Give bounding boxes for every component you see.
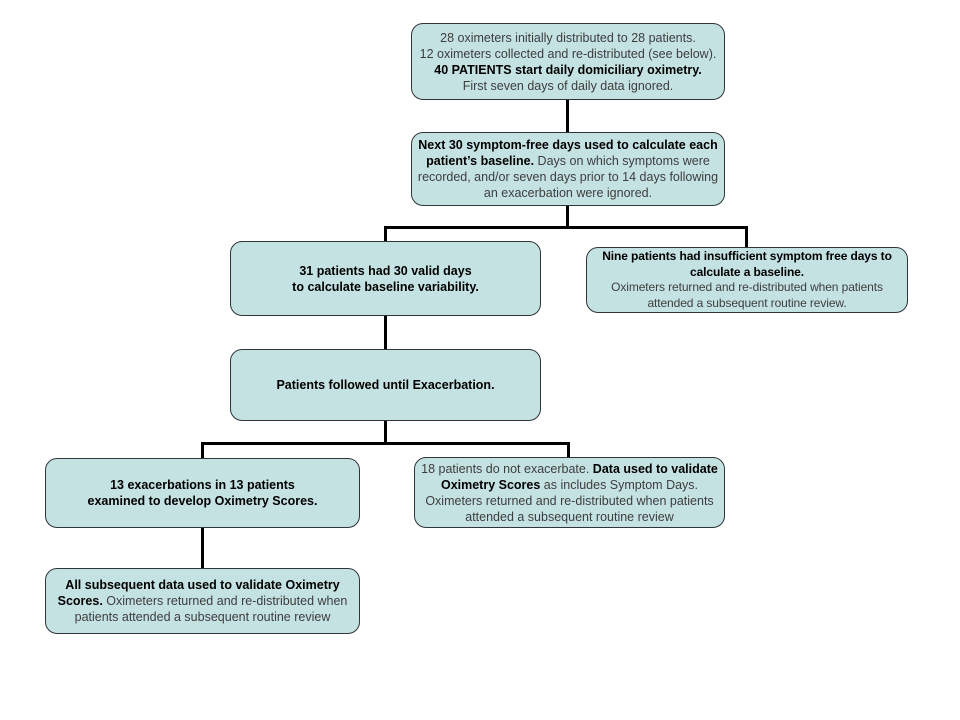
flow-box-valid-days: 31 patients had 30 valid days to calcula…: [230, 241, 541, 316]
box-text: Nine patients had insufficient symptom f…: [589, 249, 905, 311]
box-text-run: All subsequent data used to validate Oxi…: [57, 578, 340, 608]
box-text-run: Data used to validate Oximetry Scores: [440, 461, 718, 492]
box-text-run: Days on which symptoms were recorded, an…: [417, 154, 719, 200]
box-text-line: examined to develop Oximetry Scores.: [87, 494, 318, 508]
box-text-run: 18 patients do not exacerbate.: [421, 461, 593, 476]
connector-followed-stem: [384, 419, 387, 444]
flow-box-insufficient-days: Nine patients had insufficient symptom f…: [586, 247, 908, 313]
box-text-run: Oximeters returned and re-distributed wh…: [74, 594, 348, 624]
box-text-run: Nine patients had insufficient symptom f…: [602, 249, 892, 279]
box-text-run: as includes Symptom Days. Oximeters retu…: [425, 477, 714, 524]
connector-baseline-branch: [384, 226, 748, 229]
box-text: Patients followed until Exacerbation.: [276, 377, 494, 393]
box-text: 18 patients do not exacerbate. Data used…: [419, 461, 720, 525]
flow-box-no-exacerbation-validate: 18 patients do not exacerbate. Data used…: [414, 457, 725, 528]
box-text-run: Oximeters returned and re-distributed wh…: [611, 280, 883, 310]
box-text: Next 30 symptom-free days used to calcul…: [416, 137, 720, 201]
flow-box-initial-distribution: 28 oximeters initially distributed to 28…: [411, 23, 725, 100]
box-text-line: 28 oximeters initially distributed to 28…: [440, 30, 696, 45]
flow-box-subsequent-data-validate: All subsequent data used to validate Oxi…: [45, 568, 360, 634]
box-text-line: Patients followed until Exacerbation.: [276, 378, 495, 392]
box-text: 31 patients had 30 valid days to calcula…: [292, 263, 479, 295]
box-text: 13 exacerbations in 13 patients examined…: [88, 477, 318, 509]
box-text-line: 31 patients had 30 valid days: [299, 263, 472, 278]
box-text-run: Next 30 symptom-free days used to calcul…: [418, 138, 718, 168]
flow-box-exacerbations-develop-scores: 13 exacerbations in 13 patients examined…: [45, 458, 360, 528]
connector-branch-to-exacerbations: [201, 444, 204, 459]
connector-branch-to-insufficient: [745, 228, 748, 248]
connector-baseline-stem: [566, 204, 569, 228]
connector-exacerbations-to-subsequent: [201, 526, 204, 569]
connector-branch-to-valid-days: [384, 228, 387, 242]
connector-initial-to-baseline: [566, 98, 569, 133]
box-text-line: 12 oximeters collected and re-distribute…: [419, 46, 717, 61]
flow-box-followed-until-exacerbation: Patients followed until Exacerbation.: [230, 349, 541, 421]
box-text-line: 40 PATIENTS start daily domiciliary oxim…: [434, 62, 702, 77]
connector-valid-days-to-followed: [384, 314, 387, 350]
box-text-line: First seven days of daily data ignored.: [462, 78, 674, 93]
connector-followed-branch: [201, 442, 570, 445]
connector-branch-to-no-exacerbation: [567, 444, 570, 458]
box-text: All subsequent data used to validate Oxi…: [50, 577, 355, 625]
box-text-line: to calculate baseline variability.: [292, 279, 479, 294]
box-text: 28 oximeters initially distributed to 28…: [420, 30, 717, 94]
box-text-line: 13 exacerbations in 13 patients: [110, 478, 295, 492]
flow-box-baseline-calculation: Next 30 symptom-free days used to calcul…: [411, 132, 725, 206]
